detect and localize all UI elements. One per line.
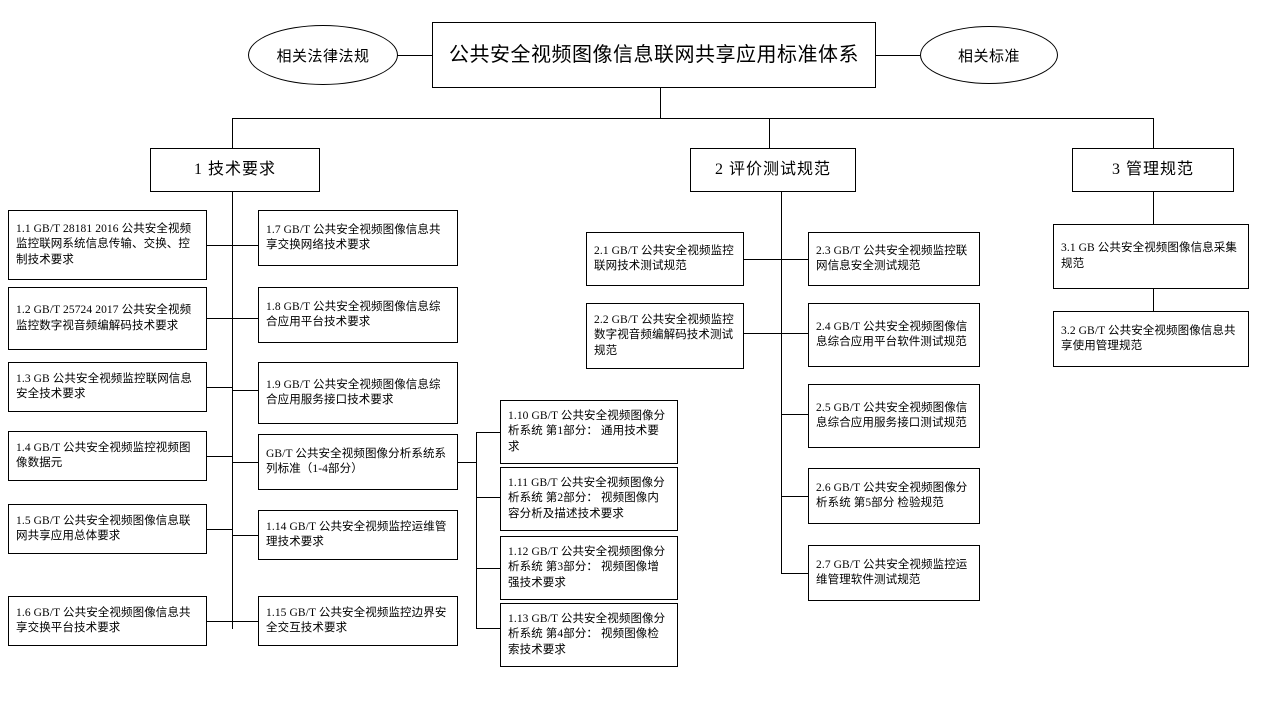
leaf-box-series-standard[interactable]: GB/T 公共安全视频图像分析系统系列标准（1-4部分）	[258, 434, 458, 490]
leaf-label-1-5: 1.5 GB/T 公共安全视频图像信息联网共享应用总体要求	[16, 514, 191, 542]
connector-cat1-left-1	[207, 245, 233, 246]
root-title-box[interactable]: 公共安全视频图像信息联网共享应用标准体系	[432, 22, 876, 88]
leaf-label-1-3: 1.3 GB 公共安全视频监控联网信息安全技术要求	[16, 372, 192, 400]
connector-cat1-right-6	[232, 621, 258, 622]
connector-root-stem	[660, 82, 661, 118]
leaf-label-1-8: 1.8 GB/T 公共安全视频图像信息综合应用平台技术要求	[266, 300, 441, 328]
connector-cat2-left-1	[744, 259, 782, 260]
leaf-box-2-2[interactable]: 2.2 GB/T 公共安全视频监控数字视音频编解码技术测试规范	[586, 303, 744, 369]
connector-cat2-right-5	[781, 573, 808, 574]
leaf-box-1-6[interactable]: 1.6 GB/T 公共安全视频图像信息共享交换平台技术要求	[8, 596, 207, 646]
leaf-box-1-10[interactable]: 1.10 GB/T 公共安全视频图像分析系统 第1部分： 通用技术要求	[500, 400, 678, 464]
leaf-label-1-15: 1.15 GB/T 公共安全视频监控边界安全交互技术要求	[266, 606, 447, 634]
leaf-box-1-9[interactable]: 1.9 GB/T 公共安全视频图像信息综合应用服务接口技术要求	[258, 362, 458, 424]
root-title-label: 公共安全视频图像信息联网共享应用标准体系	[449, 43, 859, 66]
connector-cat2-right-3	[781, 414, 808, 415]
leaf-label-1-13: 1.13 GB/T 公共安全视频图像分析系统 第4部分： 视频图像检索技术要求	[508, 613, 666, 656]
leaf-box-1-7[interactable]: 1.7 GB/T 公共安全视频图像信息共享交换网络技术要求	[258, 210, 458, 266]
leaf-box-1-11[interactable]: 1.11 GB/T 公共安全视频图像分析系统 第2部分： 视频图像内容分析及描述…	[500, 467, 678, 531]
related-standards-label: 相关标准	[957, 48, 1020, 65]
connector-cat3-stem	[1153, 192, 1154, 224]
leaf-label-1-14: 1.14 GB/T 公共安全视频监控运维管理技术要求	[266, 520, 447, 548]
connector-left-ellipse-to-root	[396, 55, 432, 56]
leaf-label-3-2: 3.2 GB/T 公共安全视频图像信息共享使用管理规范	[1061, 324, 1236, 352]
connector-root-to-right-ellipse	[876, 55, 920, 56]
connector-cat1-right-4	[232, 462, 258, 463]
leaf-label-1-4: 1.4 GB/T 公共安全视频监控视频图像数据元	[16, 441, 191, 469]
connector-series-part-3	[476, 568, 500, 569]
connector-drop-cat3	[1153, 118, 1154, 148]
leaf-box-1-4[interactable]: 1.4 GB/T 公共安全视频监控视频图像数据元	[8, 431, 207, 481]
leaf-label-2-6: 2.6 GB/T 公共安全视频图像分析系统 第5部分 检验规范	[816, 481, 968, 509]
connector-cat2-right-4	[781, 496, 808, 497]
related-laws-label: 相关法律法规	[276, 48, 370, 65]
leaf-box-1-12[interactable]: 1.12 GB/T 公共安全视频图像分析系统 第3部分： 视频图像增强技术要求	[500, 536, 678, 600]
category-label-1: 1 技术要求	[193, 161, 276, 179]
connector-drop-cat2	[769, 118, 770, 148]
leaf-box-1-15[interactable]: 1.15 GB/T 公共安全视频监控边界安全交互技术要求	[258, 596, 458, 646]
leaf-box-1-3[interactable]: 1.3 GB 公共安全视频监控联网信息安全技术要求	[8, 362, 207, 412]
connector-top-bus	[232, 118, 1153, 119]
leaf-box-2-1[interactable]: 2.1 GB/T 公共安全视频监控联网技术测试规范	[586, 232, 744, 286]
category-label-3: 3 管理规范	[1111, 161, 1194, 179]
connector-cat2-right-2	[781, 333, 808, 334]
leaf-label-2-7: 2.7 GB/T 公共安全视频监控运维管理软件测试规范	[816, 558, 968, 586]
connector-cat1-right-3	[232, 390, 258, 391]
leaf-label-2-1: 2.1 GB/T 公共安全视频监控联网技术测试规范	[594, 244, 734, 272]
leaf-label-1-9: 1.9 GB/T 公共安全视频图像信息综合应用服务接口技术要求	[266, 378, 441, 406]
connector-cat1-left-2	[207, 318, 233, 319]
leaf-box-2-5[interactable]: 2.5 GB/T 公共安全视频图像信息综合应用服务接口测试规范	[808, 384, 980, 448]
connector-cat2-right-1	[781, 259, 808, 260]
leaf-box-1-14[interactable]: 1.14 GB/T 公共安全视频监控运维管理技术要求	[258, 510, 458, 560]
connector-cat1-left-6	[207, 621, 233, 622]
leaf-box-3-2[interactable]: 3.2 GB/T 公共安全视频图像信息共享使用管理规范	[1053, 311, 1249, 367]
category-label-2: 2 评价测试规范	[714, 161, 831, 179]
connector-cat2-left-2	[744, 333, 782, 334]
related-standards-ellipse[interactable]: 相关标准	[920, 26, 1058, 84]
category-box-evaluation-test-spec[interactable]: 2 评价测试规范	[690, 148, 856, 192]
leaf-box-3-1[interactable]: 3.1 GB 公共安全视频图像信息采集规范	[1053, 224, 1249, 289]
leaf-label-1-11: 1.11 GB/T 公共安全视频图像分析系统 第2部分： 视频图像内容分析及描述…	[508, 477, 665, 520]
leaf-label-3-1: 3.1 GB 公共安全视频图像信息采集规范	[1061, 242, 1237, 270]
leaf-label-2-5: 2.5 GB/T 公共安全视频图像信息综合应用服务接口测试规范	[816, 401, 968, 429]
connector-cat1-left-5	[207, 529, 233, 530]
leaf-label-2-2: 2.2 GB/T 公共安全视频监控数字视音频编解码技术测试规范	[594, 314, 734, 357]
leaf-label-1-7: 1.7 GB/T 公共安全视频图像信息共享交换网络技术要求	[266, 223, 441, 251]
connector-cat1-right-5	[232, 535, 258, 536]
leaf-box-2-4[interactable]: 2.4 GB/T 公共安全视频图像信息综合应用平台软件测试规范	[808, 303, 980, 367]
connector-cat1-spine	[232, 192, 233, 629]
leaf-label-1-12: 1.12 GB/T 公共安全视频图像分析系统 第3部分： 视频图像增强技术要求	[508, 546, 666, 589]
connector-cat2-spine	[781, 192, 782, 573]
leaf-box-1-8[interactable]: 1.8 GB/T 公共安全视频图像信息综合应用平台技术要求	[258, 287, 458, 343]
leaf-box-2-3[interactable]: 2.3 GB/T 公共安全视频监控联网信息安全测试规范	[808, 232, 980, 286]
leaf-label-1-10: 1.10 GB/T 公共安全视频图像分析系统 第1部分： 通用技术要求	[508, 410, 666, 453]
connector-cat1-right-2	[232, 318, 258, 319]
related-laws-ellipse[interactable]: 相关法律法规	[248, 25, 398, 85]
connector-cat1-left-4	[207, 456, 233, 457]
leaf-label-2-3: 2.3 GB/T 公共安全视频监控联网信息安全测试规范	[816, 244, 968, 272]
leaf-box-1-1[interactable]: 1.1 GB/T 28181 2016 公共安全视频监控联网系统信息传输、交换、…	[8, 210, 207, 280]
leaf-label-series-standard: GB/T 公共安全视频图像分析系统系列标准（1-4部分）	[266, 447, 447, 475]
leaf-box-1-2[interactable]: 1.2 GB/T 25724 2017 公共安全视频监控数字视音频编解码技术要求	[8, 287, 207, 350]
leaf-label-1-2: 1.2 GB/T 25724 2017 公共安全视频监控数字视音频编解码技术要求	[16, 304, 192, 332]
connector-series-part-2	[476, 497, 500, 498]
connector-cat3-link	[1153, 289, 1154, 311]
leaf-box-2-7[interactable]: 2.7 GB/T 公共安全视频监控运维管理软件测试规范	[808, 545, 980, 601]
leaf-box-1-5[interactable]: 1.5 GB/T 公共安全视频图像信息联网共享应用总体要求	[8, 504, 207, 554]
leaf-label-2-4: 2.4 GB/T 公共安全视频图像信息综合应用平台软件测试规范	[816, 320, 968, 348]
category-box-management-spec[interactable]: 3 管理规范	[1072, 148, 1234, 192]
connector-drop-cat1	[232, 118, 233, 148]
category-box-technical-requirements[interactable]: 1 技术要求	[150, 148, 320, 192]
leaf-label-1-6: 1.6 GB/T 公共安全视频图像信息共享交换平台技术要求	[16, 606, 191, 634]
connector-series-spine	[476, 432, 477, 628]
leaf-box-2-6[interactable]: 2.6 GB/T 公共安全视频图像分析系统 第5部分 检验规范	[808, 468, 980, 524]
leaf-label-1-1: 1.1 GB/T 28181 2016 公共安全视频监控联网系统信息传输、交换、…	[16, 223, 192, 266]
connector-cat1-left-3	[207, 387, 233, 388]
connector-cat1-right-1	[232, 245, 258, 246]
leaf-box-1-13[interactable]: 1.13 GB/T 公共安全视频图像分析系统 第4部分： 视频图像检索技术要求	[500, 603, 678, 667]
connector-series-out	[458, 462, 476, 463]
connector-series-part-1	[476, 432, 500, 433]
connector-series-part-4	[476, 628, 500, 629]
